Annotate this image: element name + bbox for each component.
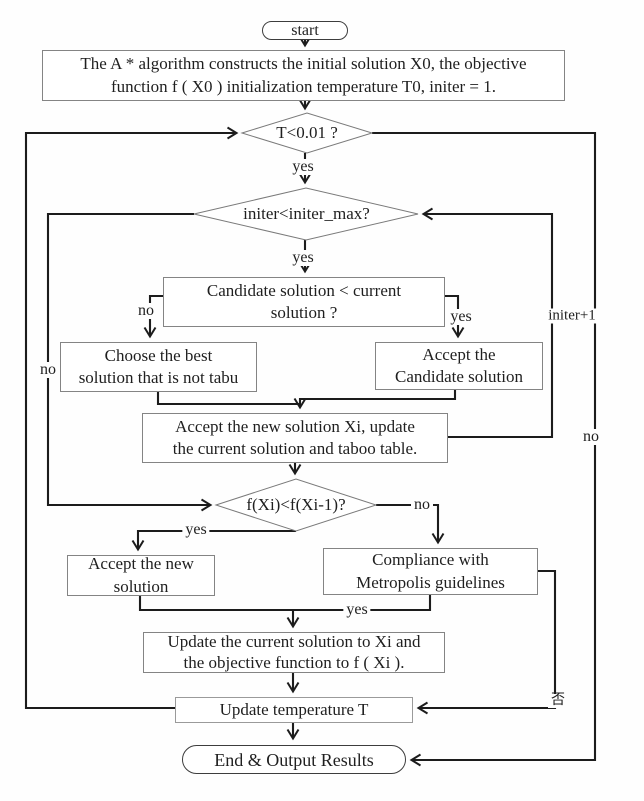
metropolis-no-label: 否 bbox=[548, 694, 568, 708]
metropolis-yes-label: yes bbox=[343, 602, 371, 618]
fxi-yes-label: yes bbox=[182, 522, 210, 538]
candidate-yes-label: yes bbox=[447, 309, 475, 325]
edge-temp-end bbox=[372, 131, 597, 767]
metropolis-box: Compliance with Metropolis guidelines bbox=[323, 548, 538, 595]
fxi-no-label: no bbox=[411, 497, 433, 513]
choose-best-box: Choose the best solution that is not tab… bbox=[60, 342, 257, 392]
accept-new-xi-box: Accept the new solution Xi, update the c… bbox=[142, 413, 448, 463]
temp-yes-label: yes bbox=[289, 159, 317, 175]
edge-merge-bottom bbox=[138, 595, 432, 612]
initer-increment-label: initer+1 bbox=[547, 307, 597, 324]
candidate-no-label: no bbox=[135, 303, 157, 319]
edge-initerplus-loop bbox=[421, 207, 554, 439]
initer-yes-label: yes bbox=[289, 250, 317, 266]
end-terminal: End & Output Results bbox=[182, 745, 406, 774]
edge-metropolis-updatetemp bbox=[416, 569, 557, 715]
update-temperature-box: Update temperature T bbox=[175, 697, 413, 723]
edge-fxi-acceptnew bbox=[131, 529, 296, 552]
start-terminal: start bbox=[262, 21, 348, 40]
edge-accept-merge bbox=[293, 390, 457, 410]
candidate-check-box: Candidate solution < current solution ? bbox=[163, 277, 445, 327]
temp-check-diamond bbox=[240, 112, 374, 154]
edge-candidate-choose bbox=[143, 294, 163, 339]
initer-check-diamond bbox=[193, 187, 419, 241]
fxi-check-diamond bbox=[214, 478, 378, 532]
edge-fxi-metropolis bbox=[376, 503, 445, 545]
temp-no-label: no bbox=[580, 429, 602, 445]
initer-check-label: initer<initer_max? bbox=[243, 204, 370, 223]
edge-initer-fxi bbox=[46, 212, 213, 512]
temp-check-label: T<0.01 ? bbox=[276, 123, 338, 142]
edge-choose-merge bbox=[156, 392, 300, 406]
accept-new-box: Accept the new solution bbox=[67, 554, 215, 596]
init-process-box: The A * algorithm constructs the initial… bbox=[42, 50, 565, 101]
fxi-check-label: f(Xi)<f(Xi-1)? bbox=[246, 495, 346, 514]
initer-no-label: no bbox=[37, 362, 59, 378]
update-solution-box: Update the current solution to Xi and th… bbox=[143, 632, 445, 673]
edge-updatetemp-tempcheck bbox=[24, 126, 239, 710]
accept-candidate-box: Accept the Candidate solution bbox=[375, 342, 543, 390]
